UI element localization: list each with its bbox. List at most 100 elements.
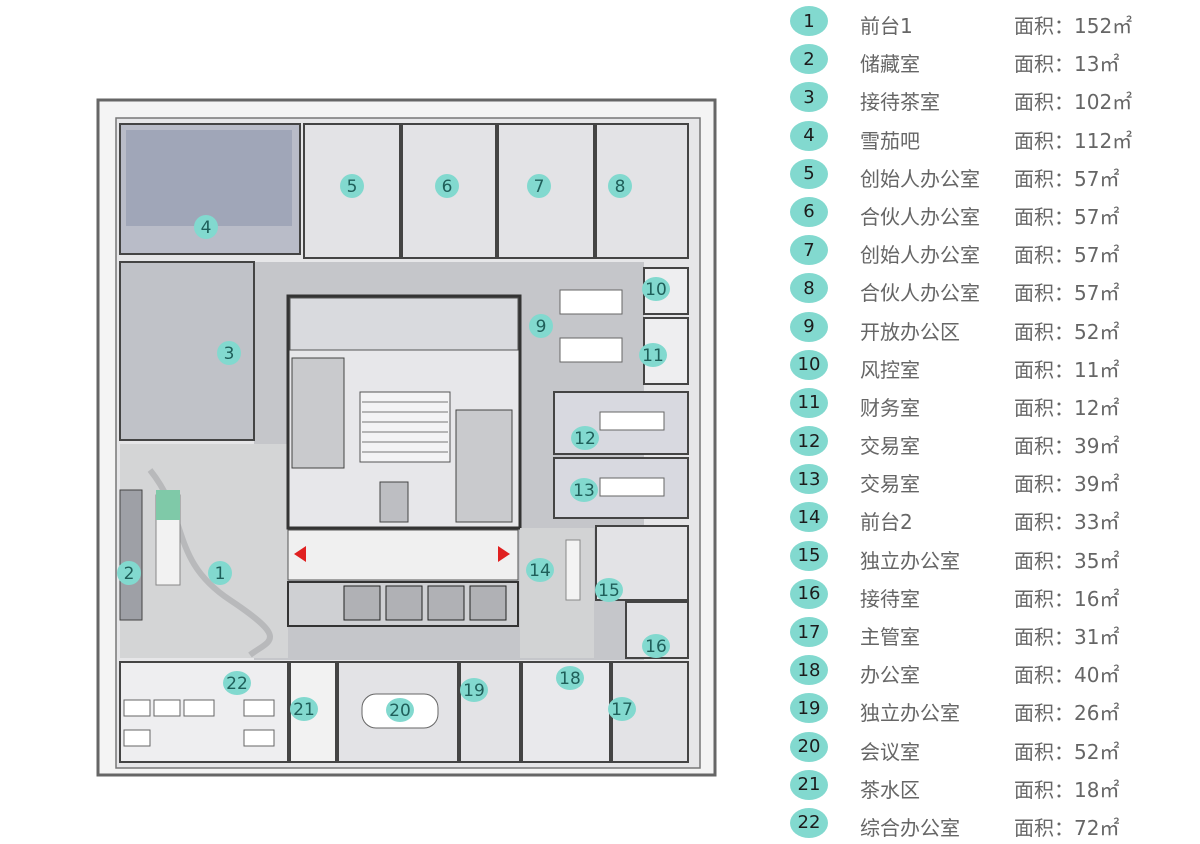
legend-room-area: 面积：31㎡ <box>1014 625 1120 649</box>
legend-number-badge: 15 <box>790 540 828 571</box>
legend-number-badge: 5 <box>790 158 828 189</box>
plan-room-number: 6 <box>442 177 453 197</box>
plan-room-number: 10 <box>645 280 667 300</box>
plan-room-number: 8 <box>615 177 626 197</box>
legend-number-badge: 4 <box>790 120 828 151</box>
plan-badge-circle <box>194 215 218 239</box>
plan-badge-circle <box>642 634 670 658</box>
legend-room-area: 面积：39㎡ <box>1014 434 1120 459</box>
plan-badge-circle <box>608 174 632 198</box>
legend-room-name: 雪茄吧 <box>860 128 920 153</box>
legend-room-area: 面积：57㎡ <box>1014 204 1120 229</box>
arrow-right <box>498 546 510 562</box>
plan-badge-circle <box>435 174 459 198</box>
legend-room-area: 面积：33㎡ <box>1014 510 1120 535</box>
legend-room-area: 面积：11㎡ <box>1014 357 1120 382</box>
legend-room-name: 储藏室 <box>860 52 920 77</box>
plan-badge-circle <box>208 561 232 585</box>
legend-room-area: 面积：57㎡ <box>1014 281 1120 306</box>
plan-room-number: 22 <box>226 674 248 694</box>
core-toilets <box>289 297 519 351</box>
plan-room-number: 1 <box>215 564 226 584</box>
legend-number-badge: 17 <box>790 617 828 647</box>
room-reception-2 <box>520 528 594 658</box>
plan-room-number: 5 <box>347 177 358 197</box>
legend-number-badge: 13 <box>790 464 828 495</box>
plan-room-number: 17 <box>611 700 633 720</box>
legend-room-name: 风控室 <box>860 357 920 382</box>
legend-number-badge: 16 <box>790 578 828 609</box>
legend-room-area: 面积：13㎡ <box>1014 52 1120 77</box>
cigar-bar-carpet <box>126 130 292 226</box>
plan-room-number: 15 <box>598 581 620 601</box>
legend-number-badge: 18 <box>790 655 828 686</box>
legend-room-name: 前台1 <box>860 14 913 38</box>
legend-room-name: 独立办公室 <box>860 701 960 726</box>
plan-room-number: 16 <box>645 637 667 657</box>
legend-number-badge: 22 <box>790 807 828 838</box>
open-office-desks <box>559 289 623 363</box>
plan-room-number: 9 <box>536 317 547 337</box>
legend-room-name: 综合办公室 <box>860 815 960 840</box>
legend-room-name: 会议室 <box>860 739 920 764</box>
lobby-extension <box>254 444 288 658</box>
plan-badge-circle <box>217 341 241 365</box>
plan-room-number: 21 <box>293 700 315 720</box>
legend-number-badge: 1 <box>790 6 828 36</box>
legend-number-badge: 12 <box>790 426 828 457</box>
room-independent-19 <box>459 661 521 763</box>
plan-badge-circle <box>571 426 599 450</box>
plan-badge-circle <box>608 697 636 721</box>
plan-badge-circle <box>526 558 554 582</box>
plan-room-number: 18 <box>559 669 581 689</box>
trading-desks <box>599 411 665 497</box>
legend-number-badge: 10 <box>790 349 828 380</box>
legend-room-name: 创始人办公室 <box>860 243 980 268</box>
legend-number-badge: 11 <box>790 387 828 418</box>
legend-number-badge: 9 <box>790 311 828 342</box>
legend-room-name: 主管室 <box>860 625 920 649</box>
legend-room-area: 面积：57㎡ <box>1014 243 1120 268</box>
legend-number-badge: 2 <box>790 44 828 75</box>
reception-accent <box>156 490 180 520</box>
plan-room-number: 11 <box>642 346 664 366</box>
legend-number-badge: 8 <box>790 273 828 304</box>
plan-badge-circle <box>340 174 364 198</box>
legend-row: 17 主管室 面积：31㎡ <box>786 615 1196 653</box>
legend-room-area: 面积：35㎡ <box>1014 548 1120 573</box>
elevator-cars <box>343 585 507 621</box>
legend-number-badge: 3 <box>790 82 828 113</box>
legend-room-name: 财务室 <box>860 395 920 420</box>
plan-badge-circle <box>529 314 553 338</box>
legend-room-name: 交易室 <box>860 472 920 497</box>
legend-room-area: 面积：57㎡ <box>1014 166 1120 191</box>
core-elevator-small <box>379 481 409 523</box>
legend-number-badge: 21 <box>790 769 828 800</box>
legend-room-name: 交易室 <box>860 434 920 459</box>
elevator-lobby <box>287 529 519 581</box>
legend-room-name: 前台2 <box>860 510 913 535</box>
legend-room-area: 面积：102㎡ <box>1014 90 1133 115</box>
plan-badge-circle <box>642 277 670 301</box>
legend-room-area: 面积：26㎡ <box>1014 701 1120 726</box>
plan-room-number: 14 <box>529 561 551 581</box>
legend-room-area: 面积：152㎡ <box>1014 14 1133 38</box>
legend-room-name: 独立办公室 <box>860 548 960 573</box>
